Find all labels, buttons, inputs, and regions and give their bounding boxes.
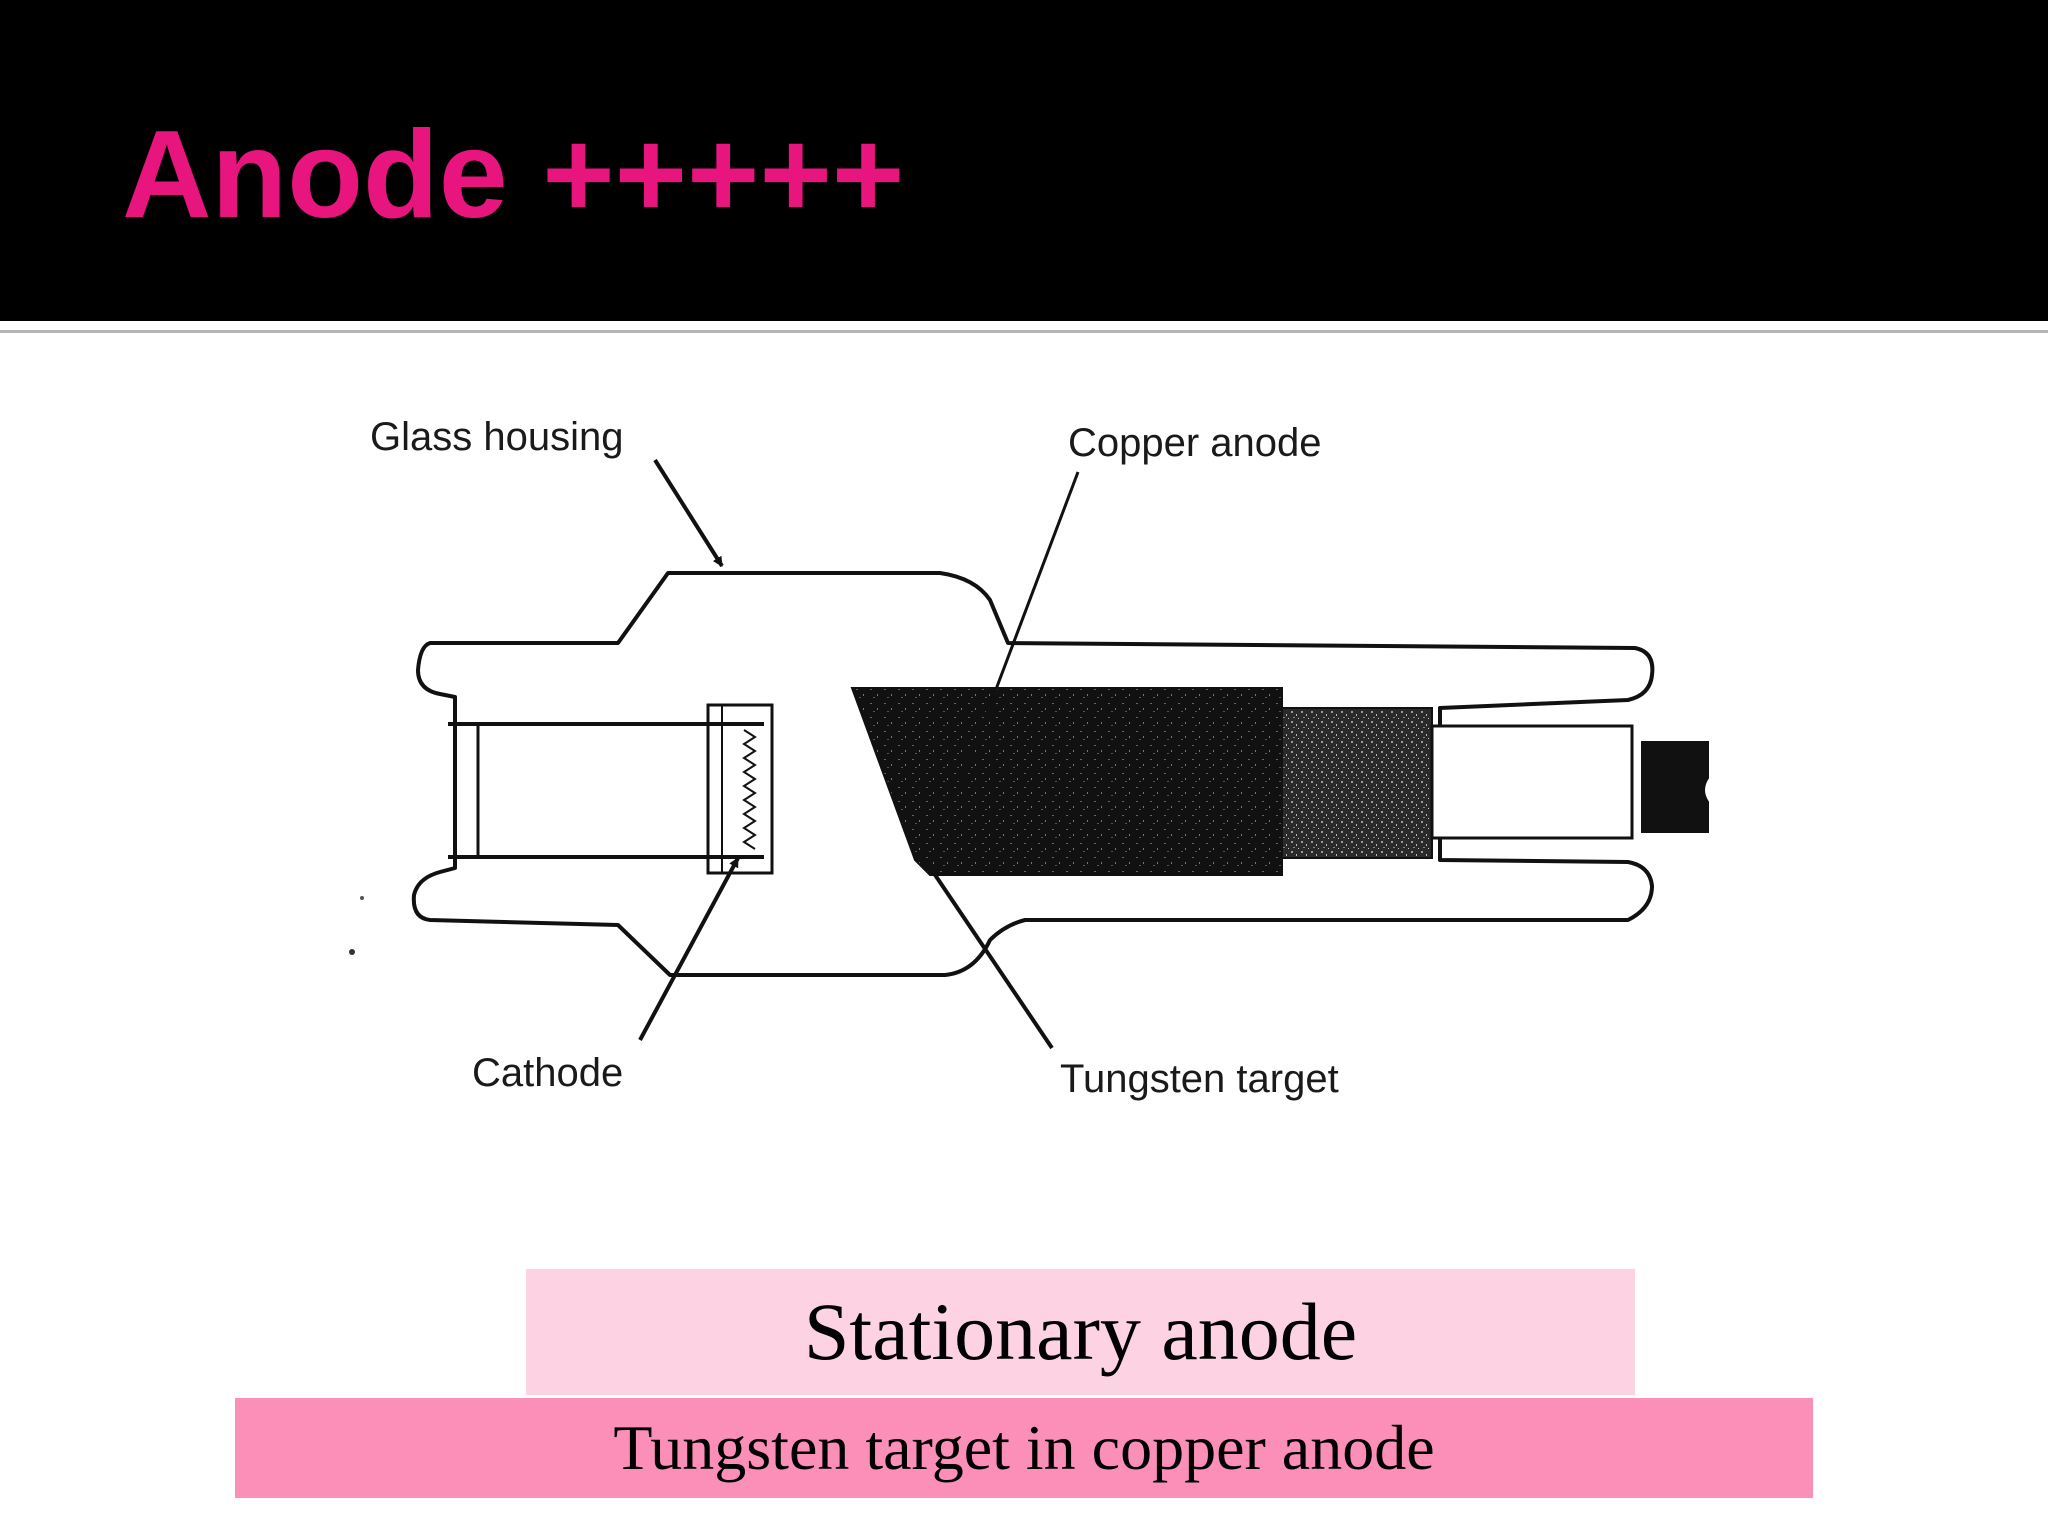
copper-anode-leader [956,471,1080,791]
label-cathode: Cathode [472,1051,623,1095]
caption-stationary-anode: Stationary anode [526,1269,1635,1395]
label-glass-housing: Glass housing [370,415,623,459]
tungsten-target-leader [923,858,1054,1050]
glass-housing-leader [653,458,724,568]
anode-stem [1281,707,1433,859]
label-copper-anode: Copper anode [1068,421,1322,465]
header-divider [0,330,2048,333]
copper-anode-body [850,687,1283,876]
slide-title: Anode +++++ [122,106,905,244]
cathode-cup [706,703,774,875]
cathode-leader [638,857,740,1041]
caption-tungsten-target: Tungsten target in copper anode [235,1398,1813,1498]
slide-header: Anode +++++ [0,0,2048,321]
cathode-filament [742,729,757,850]
anode-sleeve [1430,724,1634,840]
anode-connector [1641,741,1709,833]
label-tungsten-target: Tungsten target [1060,1057,1339,1101]
